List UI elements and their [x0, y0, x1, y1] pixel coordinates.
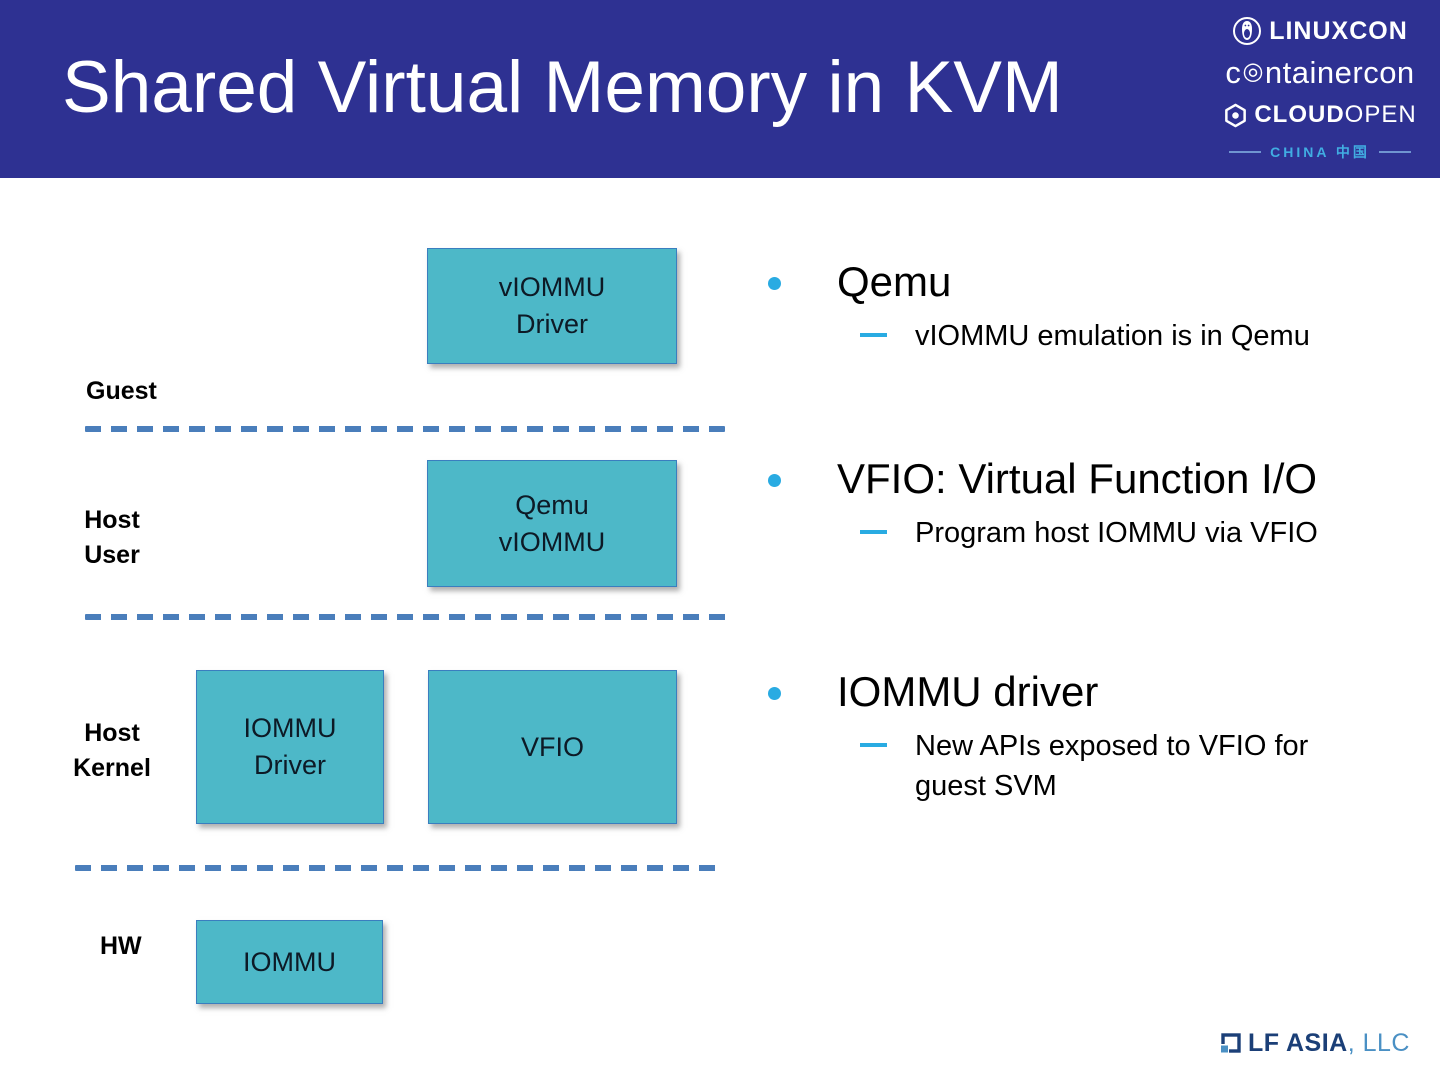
- china-left-line: [1229, 151, 1262, 153]
- bullet-dot-icon: [768, 277, 781, 290]
- sub-bullet-text: New APIs exposed to VFIO for guest SVM: [915, 730, 1309, 802]
- layer-label-guest: Guest: [86, 377, 157, 405]
- china-banner: CHINA 中国: [1229, 142, 1411, 162]
- bullet-item-qemu: Qemu vIOMMU emulation is in Qemu: [760, 256, 1408, 356]
- containercon-label-prefix: c: [1225, 55, 1242, 90]
- containercon-o-icon: ◎: [1242, 57, 1264, 85]
- hostkernel-hw-divider: [75, 865, 725, 871]
- header-banner: Shared Virtual Memory in KVM LINUXCON c◎…: [0, 0, 1440, 178]
- iommu-hw-box: IOMMU: [196, 920, 383, 1004]
- bullet-title: Qemu: [837, 258, 952, 305]
- hostuser-hostkernel-divider: [85, 614, 727, 620]
- bullet-title: VFIO: Virtual Function I/O: [837, 455, 1318, 502]
- bullet-title: IOMMU driver: [837, 668, 1099, 715]
- penguin-icon: [1232, 16, 1262, 46]
- containercon-label-suffix: ntainercon: [1264, 55, 1415, 90]
- cloudopen-logo: CLOUDOPEN: [1223, 101, 1416, 129]
- iommu-driver-box: IOMMU Driver: [196, 670, 384, 824]
- open-label: OPEN: [1344, 101, 1417, 128]
- cloudopen-hex-icon: [1223, 103, 1248, 128]
- sub-bullet-text: vIOMMU emulation is in Qemu: [915, 320, 1310, 352]
- page-title: Shared Virtual Memory in KVM: [62, 47, 1063, 128]
- layer-label-hw: HW: [100, 932, 142, 960]
- lf-asia-label: LF ASIA: [1247, 1029, 1348, 1057]
- sub-bullet-dash-icon: [860, 333, 887, 337]
- china-right-line: [1378, 151, 1411, 153]
- sub-bullet-text: Program host IOMMU via VFIO: [915, 517, 1318, 549]
- containercon-logo: c◎ntainercon: [1225, 55, 1414, 91]
- bullet-item-vfio: VFIO: Virtual Function I/O Program host …: [760, 453, 1408, 553]
- viommu-driver-box: vIOMMU Driver: [427, 248, 677, 364]
- layer-label-host-user: Host User: [84, 506, 140, 569]
- cloud-label: CLOUD: [1254, 101, 1345, 128]
- sub-bullet-dash-icon: [860, 530, 887, 534]
- vfio-box: VFIO: [428, 670, 677, 824]
- bullet-dot-icon: [768, 474, 781, 487]
- conference-logos: LINUXCON c◎ntainercon CLOUDOPEN CHIN: [1224, 10, 1416, 162]
- guest-hostuser-divider: [85, 426, 725, 432]
- lf-asia-logo: LF ASIA, LLC: [1218, 1029, 1410, 1058]
- linuxcon-label: LINUXCON: [1269, 16, 1408, 45]
- bullet-item-iommu-driver: IOMMU driver New APIs exposed to VFIO fo…: [760, 666, 1408, 806]
- china-label: CHINA 中国: [1270, 144, 1370, 160]
- qemu-viommu-box: Qemu vIOMMU: [427, 460, 677, 587]
- lf-asia-icon: [1218, 1032, 1242, 1056]
- layer-label-host-kernel: Host Kernel: [73, 719, 151, 782]
- linuxcon-logo: LINUXCON: [1232, 16, 1408, 46]
- bullet-dot-icon: [768, 687, 781, 700]
- llc-label: , LLC: [1347, 1029, 1410, 1057]
- sub-bullet-dash-icon: [860, 743, 887, 747]
